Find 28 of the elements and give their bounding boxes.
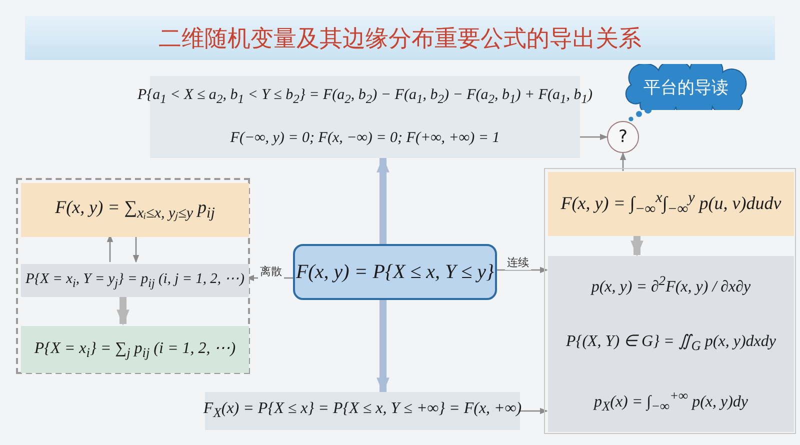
formula-box: P{X = x$_{i}$, Y = y$_{j}$} = p$_{ij}$ (i, j = 1, 2, ⋯)	[21, 264, 249, 297]
formula: P{a$_{1}$ < X ≤ a$_{2}$, b$_{1}$ < Y ≤ b$_{2}$} = F(a$_{2}$, b$_{2}$) − F(a$_{1}$, b$_{2}$) − F(a$_{2}$, b$_{1}$) + F(a$_{1}$, b$_{1}$)	[137, 87, 593, 108]
edge-label: 连续	[505, 255, 531, 270]
arrow	[620, 152, 626, 171]
formula-box: F(x, y) = ∫$_{−∞}$$^{x}$∫$_{−∞}$$^{y}$ p(u, v)dudv	[548, 172, 794, 236]
formula-box: F(x, y) = ∑$_{xᵢ≤x, yⱼ≤y}$ p$_{ij}$	[21, 183, 249, 237]
formula: F(−∞, y) = 0; F(x, −∞) = 0; F(+∞, +∞) = 1	[230, 130, 500, 147]
arrow	[132, 235, 140, 263]
arrow	[116, 295, 130, 326]
panel-frame	[544, 168, 796, 434]
formula: P{(X, Y) ∈ G} = ∬$_{G}$ p(x, y)dxdy	[566, 332, 776, 354]
question-circle: ?	[607, 121, 639, 153]
arrow	[520, 408, 548, 414]
formula: p$_{X}$(x) = ∫$_{−∞}$$^{+∞}$ p(x, y)dy	[594, 388, 748, 415]
formula-panel	[548, 256, 794, 432]
formula-box: F$_{X}$(x) = P{X ≤ x} = P{X ≤ x, Y ≤ +∞} = F(x, +∞)	[205, 392, 520, 430]
dashed-frame	[16, 178, 250, 374]
title: 二维随机变量及其边缘分布重要公式的导出关系	[25, 16, 775, 60]
formula-box: P{X = x$_{i}$} = ∑$_{j}$ p$_{ij}$ (i = 1, 2, ⋯)	[21, 326, 249, 373]
arrow	[580, 134, 608, 140]
formula: p(x, y) = ∂$^{2}$F(x, y) / ∂x∂y	[591, 273, 751, 296]
arrow	[497, 266, 548, 274]
arrow	[630, 235, 644, 257]
arrow	[376, 156, 390, 244]
arrow	[376, 300, 390, 394]
thought-cloud: 平台的导读	[625, 64, 747, 110]
formula-box: F(x, y) = P{X ≤ x, Y ≤ y}	[293, 244, 497, 300]
edge-label: 离散	[258, 264, 284, 279]
